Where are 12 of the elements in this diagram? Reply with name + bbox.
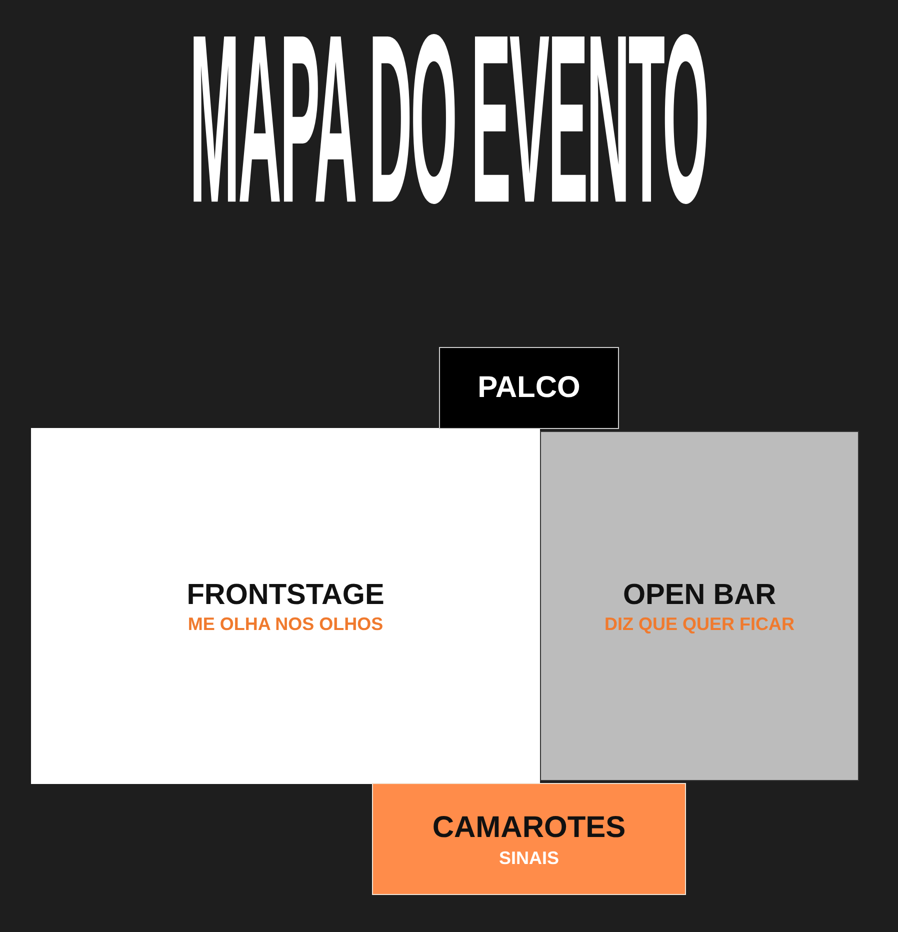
area-title: OPEN BAR — [622, 578, 776, 613]
area-title: PALCO — [478, 370, 580, 406]
area-title: FRONTSTAGE — [186, 578, 384, 613]
area-title: CAMAROTES — [432, 810, 626, 846]
bar-area — [540, 431, 859, 781]
frontstage-area — [31, 428, 540, 784]
area-subtitle: DIZ QUE QUER FICAR — [604, 612, 794, 636]
area-subtitle: ME OLHA NOS OLHOS — [188, 612, 384, 636]
area-subtitle: SINAIS — [498, 846, 559, 869]
stage-area — [439, 347, 619, 429]
title: MAPA DO EVENTO — [190, 0, 708, 240]
boxes-area — [372, 783, 686, 895]
